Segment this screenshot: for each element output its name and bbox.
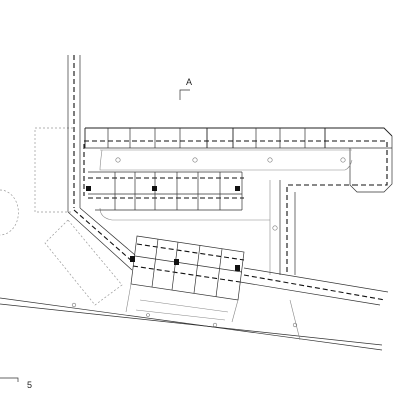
walkway-nodes	[71, 157, 346, 328]
bottom-boundary	[0, 297, 383, 351]
section-marker: A	[179, 77, 192, 100]
section-marker-label: A	[186, 77, 192, 87]
lower-road	[125, 267, 389, 323]
column-marker	[152, 186, 157, 191]
middle-building	[86, 171, 244, 211]
column-marker	[86, 186, 91, 191]
column-node	[272, 225, 278, 231]
scale-bar: 5	[0, 377, 32, 390]
column-marker	[130, 256, 135, 262]
upper-building-bays	[107, 128, 326, 148]
column-node	[146, 313, 150, 317]
column-marker	[174, 259, 179, 265]
column-node	[192, 157, 198, 163]
column-marker	[235, 265, 240, 271]
column-node	[340, 157, 346, 163]
column-node	[267, 157, 273, 163]
existing-outline	[0, 127, 73, 236]
diagonal-block	[44, 219, 123, 306]
column-node	[71, 302, 77, 308]
right-corridor	[279, 180, 357, 275]
left-road	[67, 55, 136, 271]
right-corner	[349, 136, 393, 193]
upper-dashed-path	[83, 140, 388, 196]
column-node	[115, 157, 121, 163]
lower-building	[130, 235, 245, 301]
upper-building	[84, 127, 393, 149]
column-node	[212, 322, 218, 328]
lower-building-bays	[151, 238, 223, 298]
scale-label: 5	[27, 380, 32, 390]
column-marker	[235, 186, 240, 191]
